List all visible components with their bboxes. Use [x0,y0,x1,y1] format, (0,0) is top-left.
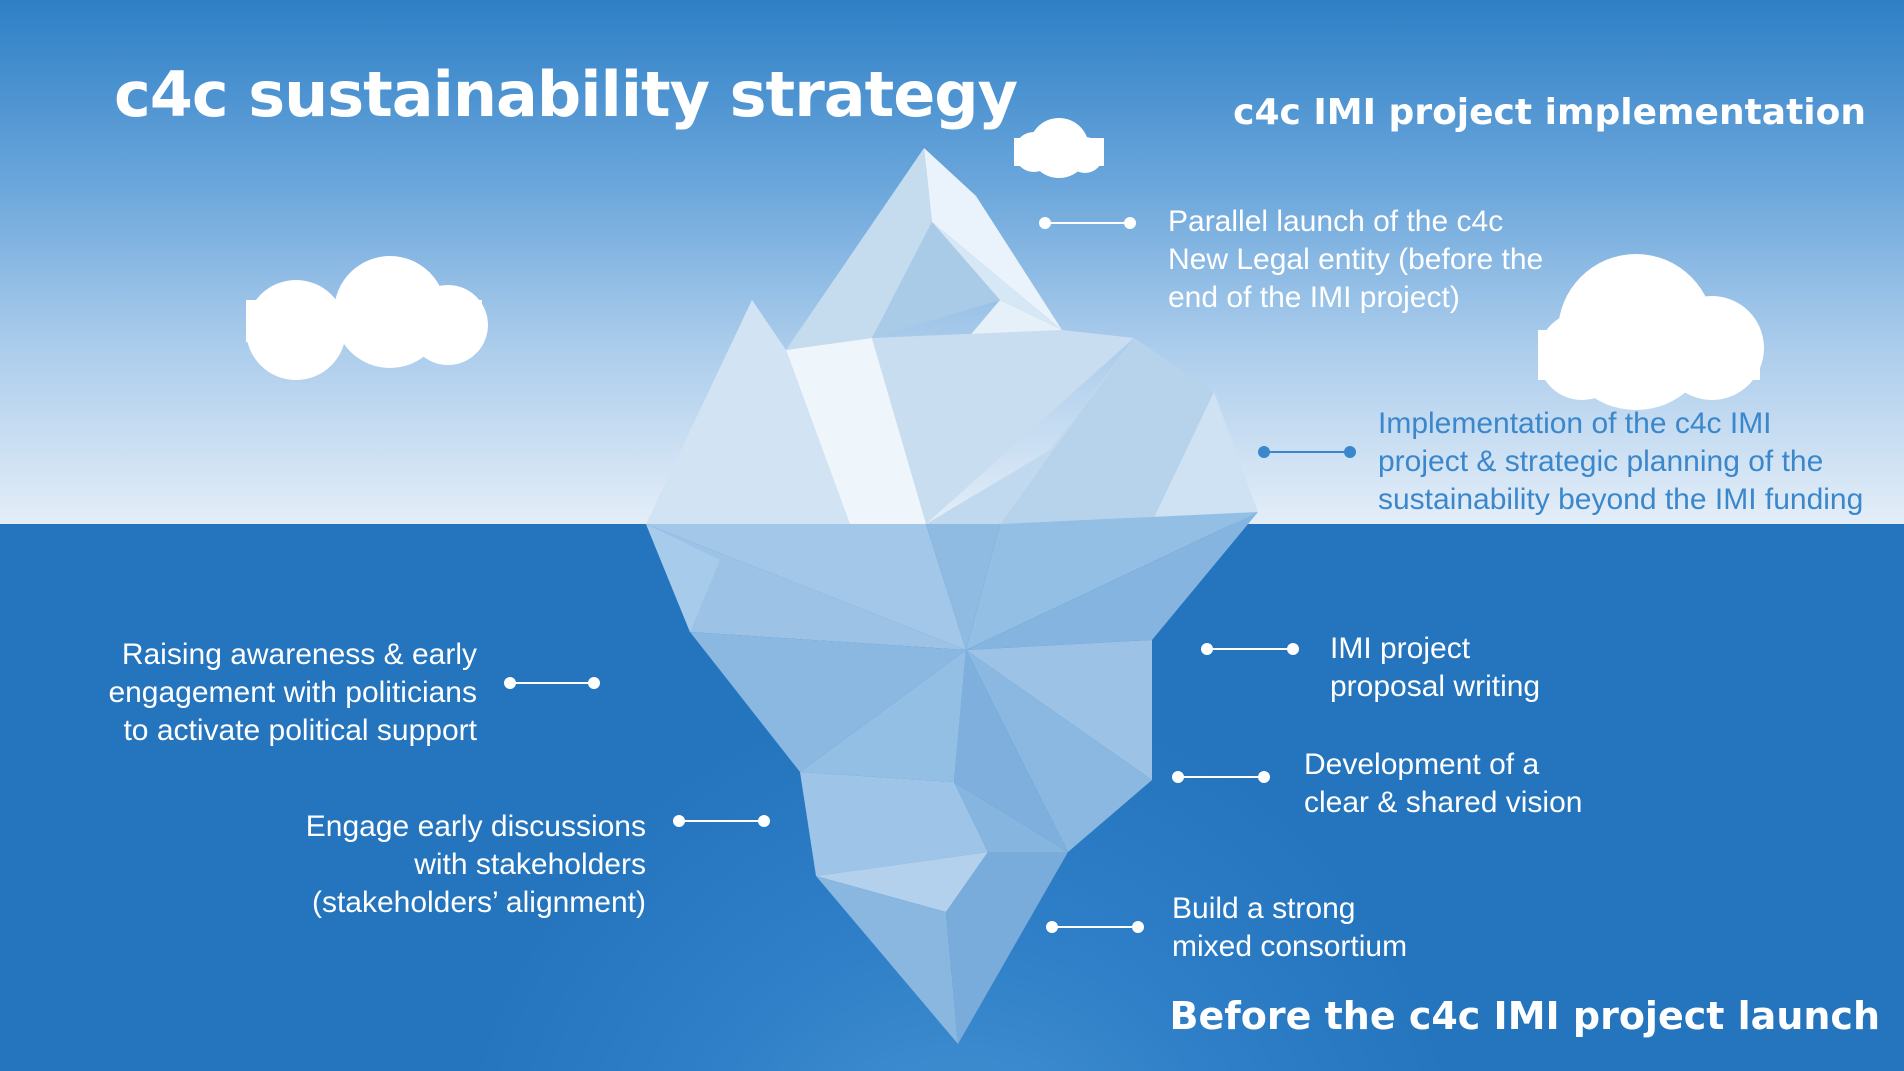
cloud-icon [1014,118,1104,178]
label-raising-awareness: Raising awareness & early engagement wit… [108,638,477,747]
iceberg-underwater [646,512,1258,1044]
heading-project-implementation: c4c IMI project implementation [1233,92,1866,133]
label-proposal-writing: IMI project proposal writing [1330,632,1541,703]
iceberg-tip [646,148,1258,560]
label-implementation: Implementation of the c4c IMI project & … [1378,407,1864,516]
connector-engage-discussions [673,815,770,827]
label-parallel-launch: Parallel launch of the c4c New Legal ent… [1168,205,1544,314]
label-shared-vision: Development of a clear & shared vision [1304,748,1583,819]
connector-implementation [1258,446,1356,458]
cloud-icon [1538,254,1764,410]
connector-raising-awareness [504,677,600,689]
page-title: c4c sustainability strategy [114,58,1018,131]
heading-before-launch: Before the c4c IMI project launch [1169,994,1881,1038]
connector-consortium [1046,921,1144,933]
connector-shared-vision [1172,771,1270,783]
connector-parallel-launch [1039,217,1136,229]
connector-proposal-writing [1201,643,1299,655]
cloud-icon [246,256,488,380]
label-consortium: Build a strong mixed consortium [1172,892,1408,963]
label-engage-discussions: Engage early discussions with stakeholde… [305,810,646,919]
